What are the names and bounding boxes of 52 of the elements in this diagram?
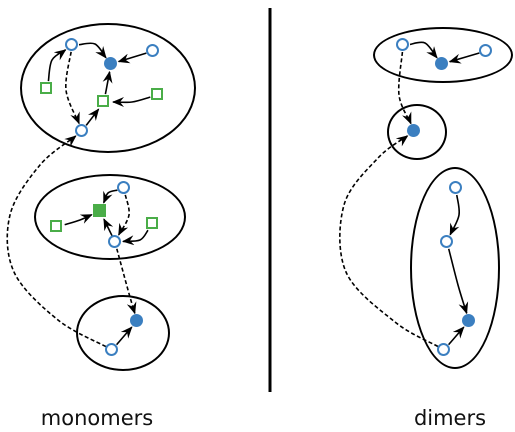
- dashed-arrow: [116, 248, 136, 314]
- filled-node-marker: [462, 314, 475, 327]
- arrow: [118, 52, 147, 64]
- dashed-arrow: [398, 52, 412, 124]
- panel-label: monomers: [40, 406, 154, 430]
- hollow-node-marker: [108, 234, 121, 248]
- filled-node-marker: [130, 314, 143, 327]
- filled-square-marker: [92, 204, 106, 217]
- arrow: [448, 248, 468, 314]
- hollow-square-marker: [50, 220, 62, 232]
- arrow: [448, 326, 464, 346]
- hollow-node-marker: [448, 180, 462, 194]
- arrow: [410, 41, 438, 59]
- panel-label: dimers: [414, 406, 486, 430]
- arrow: [64, 214, 93, 226]
- hollow-square-marker: [151, 88, 164, 100]
- hollow-node-marker: [436, 342, 450, 356]
- dashed-arrow: [118, 194, 130, 236]
- dashed-arrow: [339, 135, 438, 348]
- arrow: [78, 42, 107, 59]
- hollow-node-marker: [104, 342, 118, 356]
- hollow-square-marker: [40, 82, 52, 94]
- dashed-arrow: [65, 52, 80, 124]
- arrow: [86, 108, 100, 126]
- hollow-square-marker: [146, 217, 158, 230]
- group-ellipse: [76, 295, 170, 371]
- arrow: [102, 189, 118, 204]
- group-ellipse: [373, 27, 513, 83]
- hollow-node-marker: [74, 124, 88, 137]
- hollow-node-marker: [116, 180, 130, 194]
- hollow-node-marker: [146, 44, 159, 57]
- group-circle: [387, 104, 447, 160]
- arrow: [122, 230, 149, 246]
- arrow: [448, 52, 480, 64]
- hollow-node-marker: [440, 234, 453, 248]
- hollow-node-marker: [478, 44, 492, 57]
- group-ellipse: [34, 174, 186, 260]
- hollow-node-marker: [396, 38, 409, 51]
- dashed-arrow: [6, 135, 106, 348]
- filled-node-marker: [406, 124, 420, 137]
- group-ellipse: [20, 23, 196, 153]
- filled-node-marker: [434, 56, 448, 70]
- arrow: [102, 70, 112, 94]
- arrow: [48, 49, 66, 82]
- filled-node-marker: [104, 56, 117, 70]
- hollow-square-marker: [97, 95, 110, 108]
- hollow-node-marker: [64, 38, 78, 51]
- group-ellipse: [410, 167, 500, 369]
- arrow: [103, 218, 114, 236]
- arrow: [112, 96, 151, 108]
- arrow: [116, 326, 132, 346]
- arrow: [449, 194, 460, 236]
